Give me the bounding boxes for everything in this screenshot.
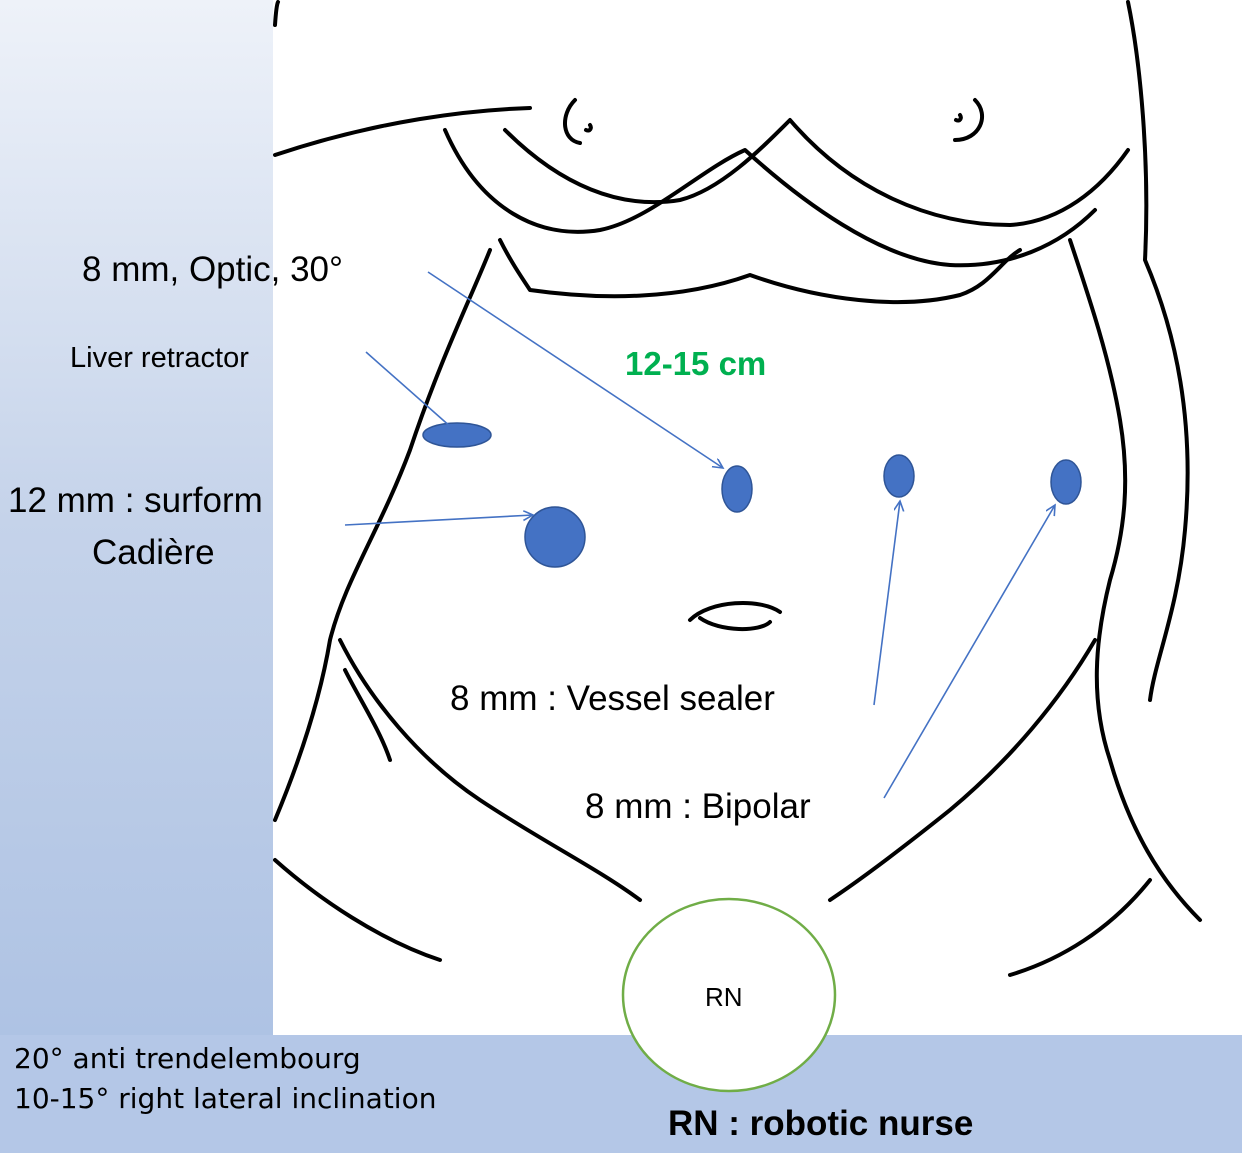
rn-circle-label: RN — [705, 982, 743, 1013]
left-flank — [275, 250, 490, 820]
arrow-bipolar — [884, 505, 1055, 798]
arrow-surform — [345, 515, 533, 525]
note-lateral-inclination: 10-15° right lateral inclination — [14, 1082, 436, 1115]
port-surform-12mm — [525, 507, 585, 567]
right-leg — [1010, 880, 1150, 975]
navel — [690, 603, 780, 629]
label-surform-line1: 12 mm : surform — [8, 481, 263, 521]
label-bipolar: 8 mm : Bipolar — [585, 787, 811, 827]
left-nipple — [565, 100, 591, 143]
right-shoulder-contour — [1128, 2, 1188, 700]
label-liver-retractor: Liver retractor — [70, 342, 249, 375]
arrow-liver-retractor — [366, 352, 452, 428]
port-liver-retractor — [423, 423, 491, 447]
port-vessel-sealer-8mm — [884, 455, 914, 497]
right-hip — [830, 640, 1095, 900]
label-optic: 8 mm, Optic, 30° — [82, 250, 343, 290]
note-anti-trendelembourg: 20° anti trendelembourg — [14, 1042, 361, 1075]
label-vessel-sealer: 8 mm : Vessel sealer — [450, 679, 775, 719]
arrow-vessel-sealer — [874, 501, 900, 705]
chest-lower-line — [445, 130, 1095, 265]
right-nipple — [955, 100, 982, 140]
left-leg — [275, 860, 440, 960]
legend-robotic-nurse: RN : robotic nurse — [668, 1104, 973, 1144]
label-surform-line2: Cadière — [92, 533, 215, 573]
ribcage-line — [500, 240, 1020, 302]
port-optic-8mm — [722, 466, 752, 512]
label-distance: 12-15 cm — [625, 345, 766, 383]
right-flank — [1070, 240, 1200, 920]
left-arm-outline — [275, 2, 278, 25]
port-bipolar-8mm — [1051, 460, 1081, 504]
left-shoulder-line — [275, 108, 530, 155]
